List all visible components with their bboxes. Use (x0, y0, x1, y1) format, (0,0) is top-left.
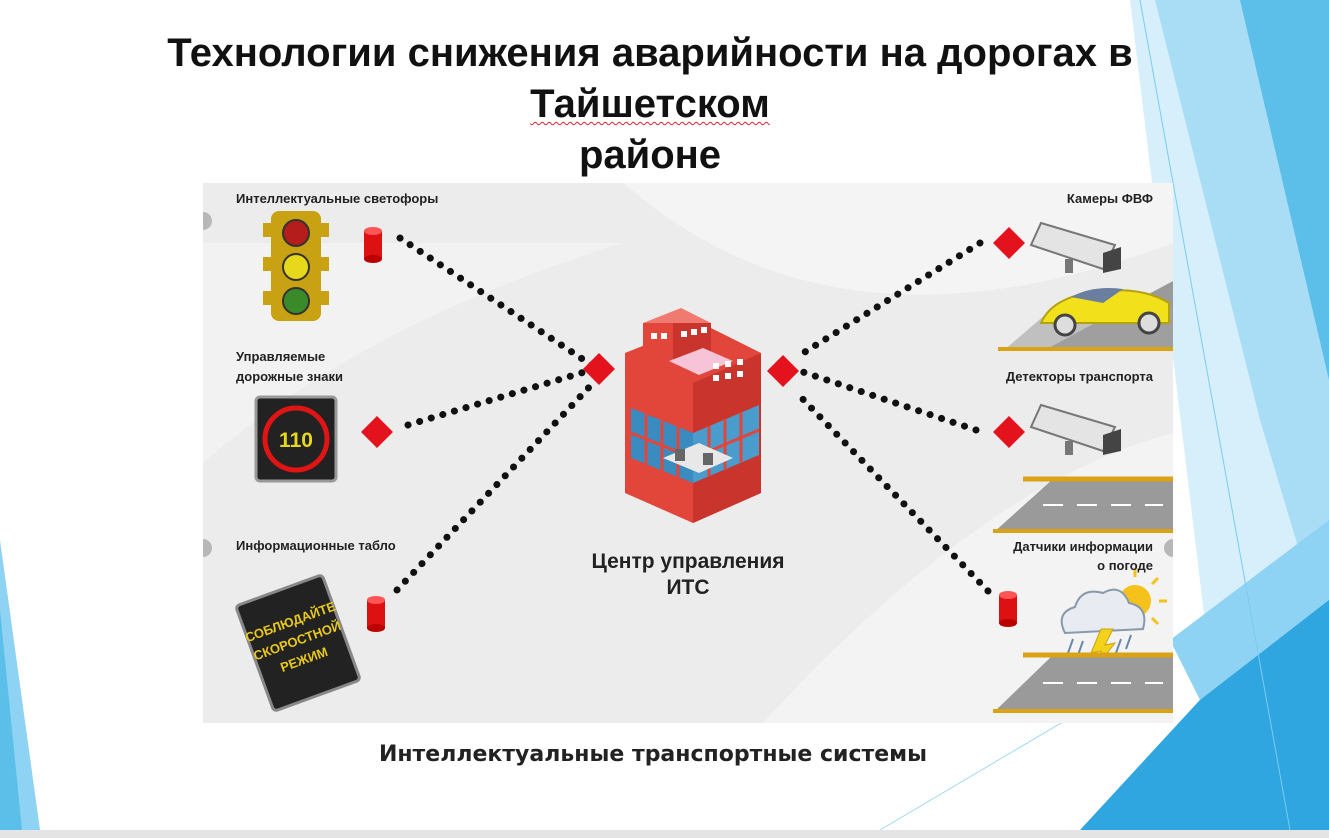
node-diamond-right-center (767, 355, 799, 387)
yellow-car-icon (1039, 288, 1170, 337)
its-diagram: 110 СОБЛЮДАЙТЕ СКОРОСТНОЙ РЕЖИМ (203, 183, 1173, 723)
road-middle (993, 476, 1173, 533)
node-diamond-detectors (993, 416, 1025, 448)
label-info-boards: Информационные табло (236, 538, 396, 553)
slide-title: Технологии снижения аварийности на дорог… (100, 28, 1200, 181)
node-diamond-left-center (583, 353, 615, 385)
slide-caption: Интеллектуальные транспортные системы (378, 742, 928, 767)
link-boards (393, 377, 599, 594)
title-line-2: Тайшетском (530, 82, 770, 126)
center-label-line-2: ИТС (666, 576, 710, 599)
its-diagram-graphics: 110 СОБЛЮДАЙТЕ СКОРОСТНОЙ РЕЖИМ (203, 183, 1173, 723)
camera-icon-top (1029, 221, 1121, 273)
link-traffic-lights (396, 234, 597, 370)
label-cameras: Камеры ФВФ (1066, 191, 1153, 206)
camera-icon-middle (1029, 403, 1121, 455)
info-board-icon: СОБЛЮДАЙТЕ СКОРОСТНОЙ РЕЖИМ (235, 574, 361, 712)
control-center-building-icon (625, 308, 761, 523)
link-signs (404, 366, 595, 429)
node-diamond-signs (361, 416, 393, 448)
link-weather (791, 387, 992, 595)
center-label-line-1: Центр управления (591, 550, 785, 573)
center-label: Центр управления ИТС (523, 549, 853, 601)
label-weather-line-1: Датчики информации (1013, 539, 1153, 554)
node-diamond-cameras (993, 227, 1025, 259)
node-cylinder-weather (999, 591, 1017, 627)
label-weather-line-2: о погоде (1097, 558, 1153, 573)
link-cameras (796, 239, 984, 359)
label-detectors: Детекторы транспорта (1005, 369, 1153, 384)
title-line-3: районе (578, 133, 722, 177)
road-bottom (993, 652, 1173, 713)
speed-sign-value: 110 (279, 429, 313, 452)
weather-icon (1060, 569, 1167, 672)
title-line-1: Технологии снижения аварийности на дорог… (167, 31, 1133, 75)
label-signs-line-2: дорожные знаки (236, 369, 343, 384)
traffic-light-icon (263, 211, 329, 321)
bottom-scroll-strip (0, 830, 1329, 838)
label-traffic-lights: Интеллектуальные светофоры (236, 191, 439, 206)
node-cylinder-boards (367, 596, 385, 632)
speed-sign-icon: 110 (254, 395, 338, 483)
label-signs-line-1: Управляемые (236, 349, 326, 364)
link-detectors (799, 368, 980, 434)
node-cylinder-traffic-lights (364, 227, 382, 263)
